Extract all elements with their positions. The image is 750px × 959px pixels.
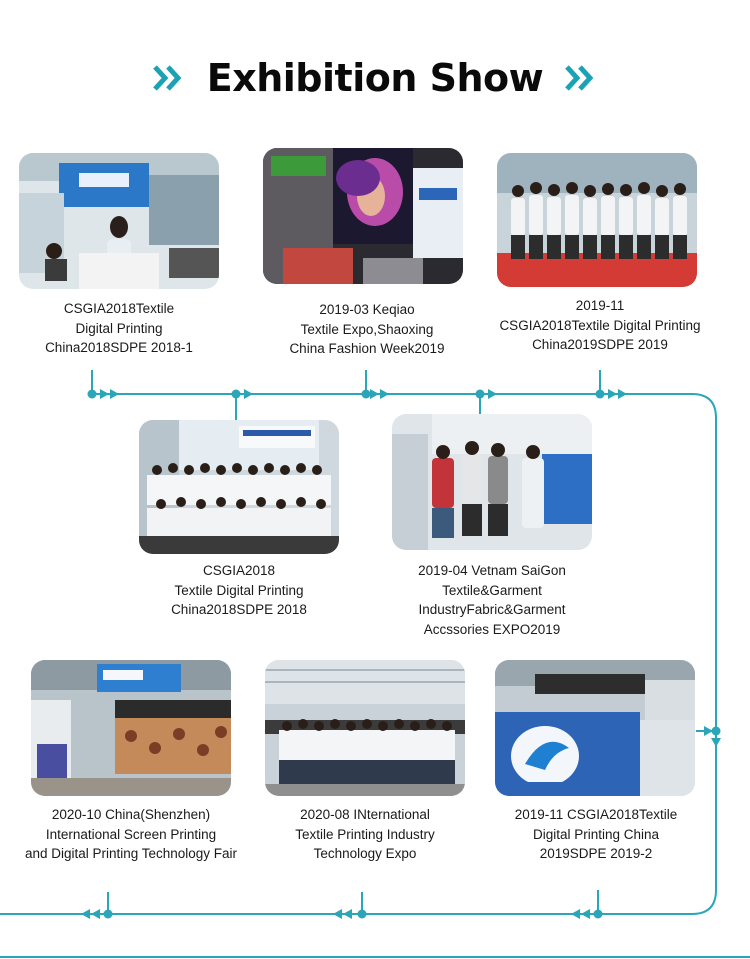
arrow-right-icon (704, 726, 713, 736)
exhibition-caption: CSGIA2018Textile Digital Printing China2… (0, 299, 238, 358)
timeline-dot (87, 389, 97, 399)
arrow-right-icon (608, 389, 617, 399)
caption-line: and Digital Printing Technology Fair (24, 846, 238, 861)
timeline-dot (475, 389, 485, 399)
caption-line: 2019-04 Vetnam SaiGon (418, 563, 566, 578)
timeline-dot (103, 909, 113, 919)
timeline-dot (711, 726, 721, 736)
exhibition-photo[interactable] (265, 660, 465, 796)
caption-line: Textile Expo,Shaoxing (300, 321, 434, 337)
exhibition-photo[interactable] (139, 420, 339, 554)
double-chevron-right-icon (565, 65, 594, 91)
arrow-right-icon (370, 389, 379, 399)
page-title: Exhibition Show (206, 56, 544, 100)
caption-line: 2019-11 CSGIA2018Textile (514, 807, 678, 822)
arrow-left-icon (581, 909, 590, 919)
exhibition-caption: CSGIA2018 Textile Digital Printing China… (119, 561, 359, 620)
caption-line: Accssories EXPO2019 (423, 621, 561, 637)
arrow-right-icon (380, 389, 389, 399)
caption-line: 2019-11 (575, 298, 625, 313)
exhibition-photo[interactable] (495, 660, 695, 796)
caption-line: Digital Printing China (532, 826, 660, 842)
caption-line: International Screen Printing (45, 826, 217, 842)
exhibition-photo[interactable] (263, 148, 463, 284)
caption-line: Textile Digital Printing (174, 582, 304, 598)
caption-line: 2019SDPE 2019-2 (539, 846, 653, 861)
caption-line: 2020-08 INternational (300, 807, 430, 822)
exhibition-caption: 2019-11 CSGIA2018Textile Digital Printin… (476, 805, 716, 864)
exhibition-caption: 2019-03 Keqiao Textile Expo,Shaoxing Chi… (243, 300, 491, 359)
exhibition-photo[interactable] (497, 153, 697, 287)
arrow-left-icon (81, 909, 90, 919)
arrow-right-icon (618, 389, 627, 399)
arrow-left-icon (571, 909, 580, 919)
timeline-dot (357, 909, 367, 919)
caption-line: 2019-03 Keqiao (319, 302, 415, 317)
exhibition-caption: 2019-04 Vetnam SaiGon Textile&Garment In… (384, 561, 600, 639)
double-chevron-right-icon (152, 65, 182, 91)
caption-line: China2019SDPE 2019 (532, 337, 668, 352)
page-header: Exhibition Show (0, 48, 750, 108)
caption-line: China2018SDPE 2018-1 (45, 340, 193, 355)
timeline-dot (231, 389, 241, 399)
exhibition-caption: 2020-08 INternational Textile Printing I… (245, 805, 485, 864)
caption-line: China Fashion Week2019 (289, 341, 445, 356)
exhibition-caption: 2019-11 CSGIA2018Textile Digital Printin… (480, 296, 720, 355)
caption-line: CSGIA2018Textile (63, 301, 175, 316)
arrow-left-icon (333, 909, 342, 919)
caption-line: Textile&Garment (442, 582, 542, 598)
caption-line: China2018SDPE 2018 (171, 602, 307, 617)
caption-line: Digital Printing (75, 320, 163, 336)
arrow-right-icon (100, 389, 109, 399)
exhibition-photo[interactable] (392, 414, 592, 550)
arrow-right-icon (488, 389, 497, 399)
timeline-dot (595, 389, 605, 399)
arrow-right-icon (244, 389, 253, 399)
exhibition-caption: 2020-10 China(Shenzhen) International Sc… (6, 805, 256, 864)
exhibition-photo[interactable] (31, 660, 231, 796)
caption-line: Textile Printing Industry (295, 826, 435, 842)
arrow-right-icon (110, 389, 119, 399)
arrow-left-icon (91, 909, 100, 919)
caption-line: Technology Expo (313, 846, 417, 861)
caption-line: IndustryFabric&Garment (418, 602, 566, 617)
caption-line: 2020-10 China(Shenzhen) (51, 807, 211, 822)
caption-line: CSGIA2018Textile Digital Printing (499, 317, 701, 333)
exhibition-photo[interactable] (19, 153, 219, 289)
arrow-left-icon (343, 909, 352, 919)
timeline-dot (361, 389, 371, 399)
caption-line: CSGIA2018 (202, 563, 276, 578)
timeline-dot (593, 909, 603, 919)
arrow-down-icon (711, 738, 721, 747)
